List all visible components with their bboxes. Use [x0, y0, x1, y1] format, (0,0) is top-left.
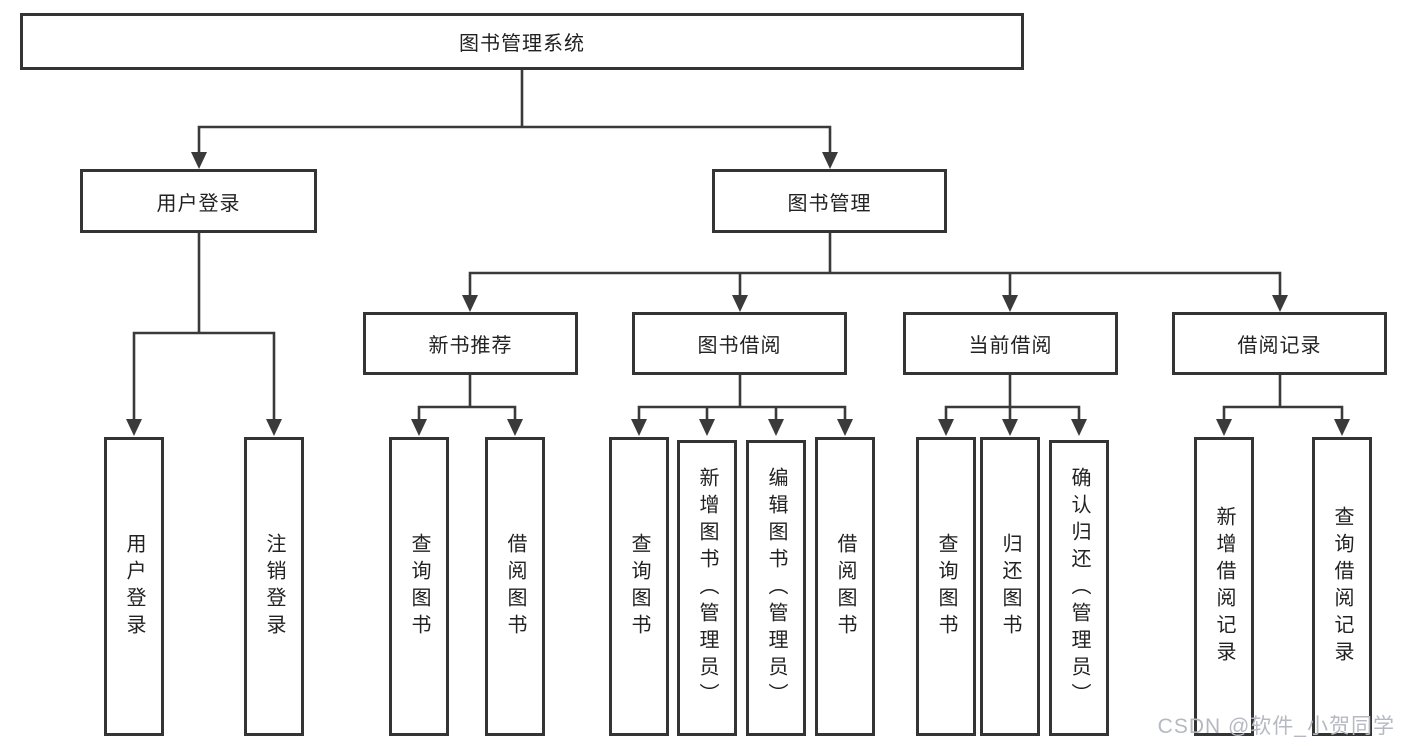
node-root-label: 图书管理系统: [459, 33, 585, 55]
leaf-query-borrow-record: 查询借阅记录: [1312, 437, 1372, 736]
leaf-edit-book-admin: 编辑图书（管理员）: [746, 440, 806, 736]
node-current-borrow: 当前借阅: [903, 312, 1118, 375]
leaf-borrow-books-recommend: 借阅图书: [485, 437, 545, 736]
node-book-borrow-label: 图书借阅: [697, 335, 782, 357]
node-book-management: 图书管理: [712, 169, 947, 233]
leaf-edit-book-admin-label: 编辑图书（管理员）: [765, 466, 787, 710]
leaf-confirm-return-admin-label: 确认归还（管理员）: [1068, 466, 1090, 710]
leaf-query-books-recommend: 查询图书: [389, 437, 449, 736]
leaf-query-books-current-label: 查询图书: [935, 532, 957, 641]
leaf-add-borrow-record-label: 新增借阅记录: [1213, 505, 1235, 668]
leaf-add-book-admin: 新增图书（管理员）: [677, 440, 737, 736]
leaf-user-login: 用户登录: [104, 437, 164, 736]
node-root: 图书管理系统: [20, 13, 1024, 70]
node-book-borrow: 图书借阅: [632, 312, 847, 375]
leaf-query-books-borrow: 查询图书: [609, 437, 669, 736]
node-book-management-label: 图书管理: [787, 192, 872, 215]
leaf-query-borrow-record-label: 查询借阅记录: [1331, 505, 1353, 668]
leaf-return-book: 归还图书: [980, 437, 1040, 736]
node-new-book-recommend-label: 新书推荐: [428, 335, 513, 357]
node-user-login: 用户登录: [80, 169, 317, 233]
leaf-return-book-label: 归还图书: [999, 532, 1021, 641]
leaf-query-books-borrow-label: 查询图书: [628, 532, 650, 641]
node-new-book-recommend: 新书推荐: [363, 312, 578, 375]
leaf-logout: 注销登录: [244, 437, 304, 736]
leaf-borrow-books-label: 借阅图书: [834, 532, 856, 641]
node-borrow-records: 借阅记录: [1172, 312, 1387, 375]
leaf-borrow-books: 借阅图书: [815, 437, 875, 736]
leaf-add-borrow-record: 新增借阅记录: [1194, 437, 1254, 736]
leaf-logout-label: 注销登录: [263, 532, 285, 641]
leaf-add-book-admin-label: 新增图书（管理员）: [696, 466, 718, 710]
leaf-query-books-current: 查询图书: [916, 437, 976, 736]
node-current-borrow-label: 当前借阅: [968, 335, 1053, 357]
node-borrow-records-label: 借阅记录: [1237, 335, 1322, 357]
leaf-confirm-return-admin: 确认归还（管理员）: [1049, 440, 1109, 736]
leaf-query-books-recommend-label: 查询图书: [408, 532, 430, 641]
arrowheads: [126, 152, 1350, 436]
csdn-watermark: CSDN @软件_小贺同学: [1157, 715, 1395, 738]
leaf-borrow-books-recommend-label: 借阅图书: [504, 532, 526, 641]
leaf-user-login-label: 用户登录: [123, 532, 145, 641]
node-user-login-label: 用户登录: [156, 192, 241, 215]
